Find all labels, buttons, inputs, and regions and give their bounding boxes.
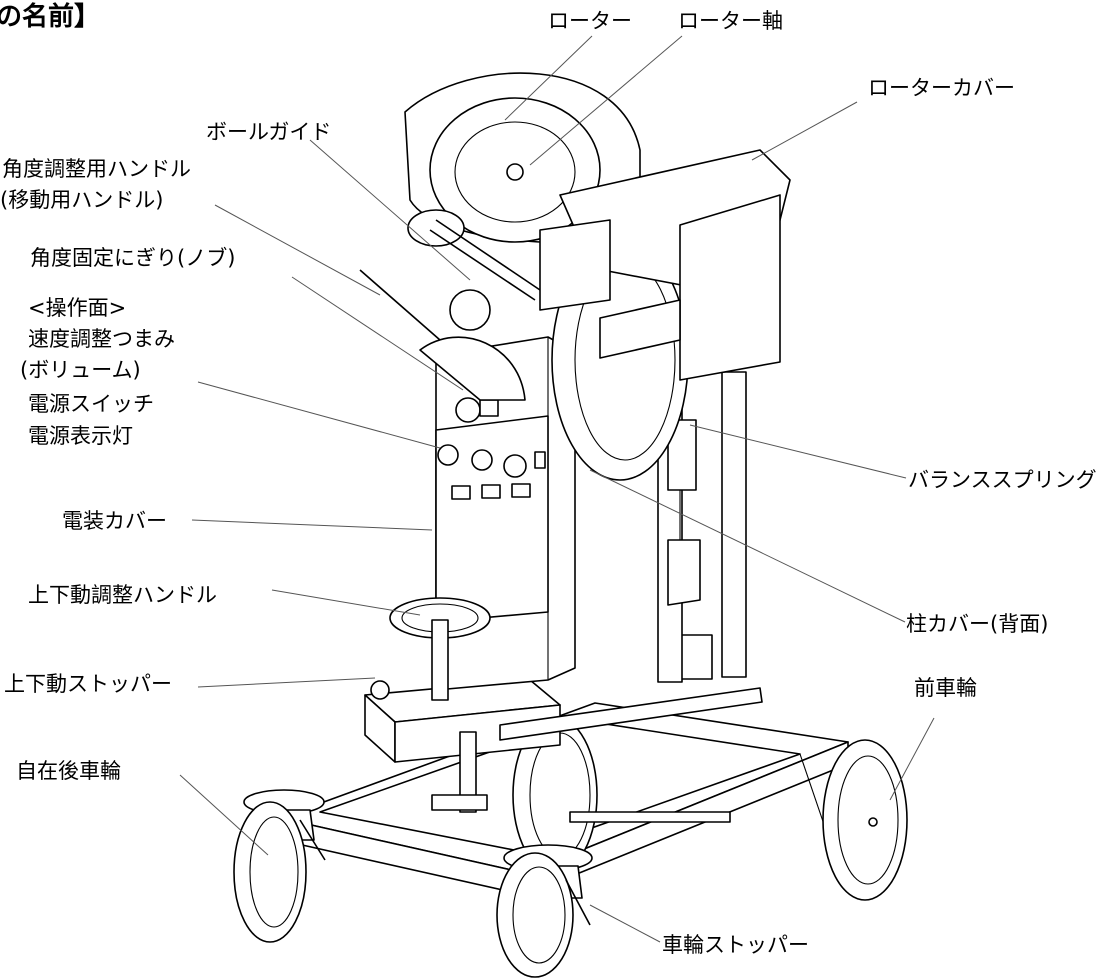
leader-panel bbox=[197, 381, 441, 449]
label-power-switch: 電源スイッチ bbox=[28, 392, 154, 416]
label-power-lamp: 電源表示灯 bbox=[28, 424, 133, 448]
front-wheel bbox=[822, 739, 908, 901]
label-balance-spring: バランススプリング bbox=[908, 468, 1097, 492]
caster-wheel bbox=[233, 789, 326, 943]
label-angle-knob: 角度固定にぎり(ノブ) bbox=[30, 246, 236, 270]
label-front-wheel: 前車輪 bbox=[914, 676, 977, 700]
label-volume: (ボリューム) bbox=[20, 358, 141, 382]
caster-wheel-front bbox=[496, 844, 593, 978]
leader-lift-stopper bbox=[197, 677, 376, 688]
label-rotor-shaft: ローター軸 bbox=[678, 9, 783, 33]
label-ball-guide: ボールガイド bbox=[206, 120, 332, 144]
angle-handle bbox=[359, 209, 541, 401]
leader-wheel-stopper bbox=[589, 904, 661, 943]
label-lift-stopper: 上下動ストッパー bbox=[4, 672, 172, 696]
label-rotor: ローター bbox=[548, 9, 632, 33]
lift-stopper-assembly bbox=[364, 679, 561, 813]
rotor-housing bbox=[404, 72, 791, 381]
leader-rotor-cover bbox=[751, 101, 858, 161]
lift-handle bbox=[389, 597, 491, 701]
page-title: の名前】 bbox=[0, 2, 101, 32]
leader-rotor-shaft bbox=[529, 35, 683, 166]
leader-angle-knob bbox=[291, 276, 464, 391]
leader-caster-wheel bbox=[179, 774, 269, 856]
label-caster-wheel: 自在後車輪 bbox=[16, 759, 121, 783]
label-pillar-cover: 柱カバー(背面) bbox=[906, 612, 1049, 636]
label-angle-handle: 角度調整用ハンドル bbox=[2, 157, 191, 181]
label-panel-heading: <操作面> bbox=[28, 296, 127, 320]
label-electrical-cover: 電装カバー bbox=[62, 509, 167, 533]
label-speed-knob: 速度調整つまみ bbox=[28, 327, 175, 351]
leader-ball-guide bbox=[309, 139, 471, 281]
label-angle-handle-sub: (移動用ハンドル) bbox=[0, 188, 164, 212]
label-rotor-cover: ローターカバー bbox=[868, 76, 1015, 100]
leader-electrical-cover bbox=[191, 519, 433, 531]
leader-rotor bbox=[504, 35, 593, 121]
label-wheel-stopper: 車輪ストッパー bbox=[662, 933, 809, 957]
leader-lift-handle bbox=[271, 589, 421, 616]
leader-pillar-cover bbox=[589, 469, 906, 623]
leader-balance-spring bbox=[689, 424, 907, 479]
label-lift-handle: 上下動調整ハンドル bbox=[28, 583, 217, 607]
leader-front-wheel bbox=[889, 717, 935, 801]
leader-angle-handle bbox=[214, 204, 381, 296]
